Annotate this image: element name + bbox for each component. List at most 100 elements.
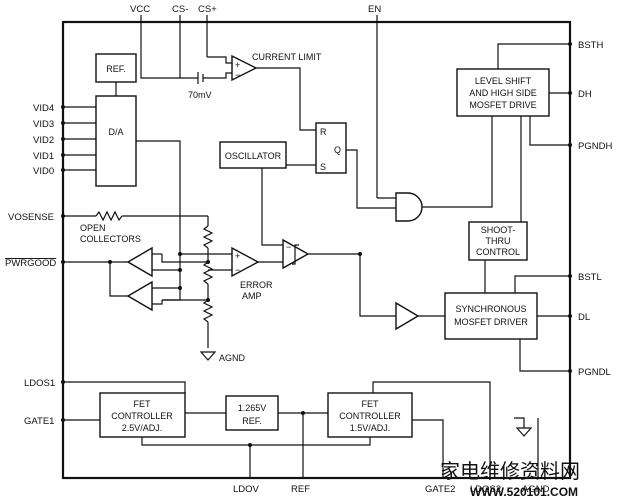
pin-ldov: LDOV [233,445,260,495]
pin-ldos2: LDOS2 [372,381,501,495]
fet1-line2: CONTROLLER [111,411,173,421]
pin-vosense-label: VOSENSE [8,212,54,223]
pin-pwrgood-label: PWRGOOD [5,258,56,269]
shoot-thru-line3: CONTROL [476,247,520,257]
shoot-thru-line2: THRU [486,236,511,246]
pin-pgndl: PGNDL [519,339,611,378]
vref-block: 1.265V REF. [185,395,328,431]
sync-driver-line1: SYNCHRONOUS [455,304,526,314]
latch-q: Q [334,145,341,155]
ldov-bus [141,437,371,447]
current-limit-comparator: 70mV + − CURRENT LIMIT [140,22,322,131]
pin-dl: DL [537,312,590,323]
pin-en: EN [368,4,381,198]
rs-latch: R Q S [315,122,396,209]
fet1-line1: FET [134,399,152,409]
pin-agnd: AGND [514,417,550,495]
fet-controller-1: FET CONTROLLER 2.5V/ADJ. [99,392,186,438]
watermark-cn: 家电维修资料网 [440,460,580,483]
pin-gate1: GATE1 [24,416,100,427]
vref-line1: 1.265V [238,403,267,413]
pin-ref: REF [291,413,310,495]
divider-chain: AGND [162,216,246,363]
da-label: D/A [108,127,123,137]
pin-gate2: GATE2 [412,419,455,495]
level-shift-line2: AND HIGH SIDE [469,88,537,98]
offset-label: 70mV [188,90,212,100]
fet2-line2: CONTROLLER [339,411,401,421]
cl-minus: − [235,70,240,80]
pin-pwrgood: PWRGOOD [5,258,110,269]
sync-driver-line2: MOSFET DRIVER [454,317,528,327]
pin-ldov-label: LDOV [233,484,260,495]
pin-pgndh-label: PGNDH [578,141,612,152]
level-shift-line3: MOSFET DRIVE [469,100,536,110]
shoot-thru-line1: SHOOT- [481,225,516,235]
pin-ldos2-label: LDOS2 [470,484,501,495]
pin-cs-plus: CS+ [198,4,217,57]
pin-vcc: VCC [130,4,150,22]
pin-gate1-label: GATE1 [24,416,54,427]
pin-cs-plus-label: CS+ [198,4,217,15]
error-amp-line1: ERROR [240,280,273,290]
error-amp-plus: + [235,251,240,261]
pin-vid0-label: VID0 [33,166,54,177]
and-gate [377,116,493,222]
pin-dh-label: DH [578,89,592,100]
chip-outline [61,20,572,480]
pin-vid-group: VID4 VID3 VID2 VID1 VID0 [33,103,96,177]
pin-bsth-label: BSTH [578,40,603,51]
pin-ref-label: REF [291,484,310,495]
oscillator-block: OSCILLATOR [219,141,316,246]
oscillator-label: OSCILLATOR [225,151,282,161]
pin-bsth: BSTH [497,40,603,69]
pin-bstl-label: BSTL [578,272,602,283]
latch-s: S [320,162,326,172]
pin-vcc-label: VCC [130,4,150,15]
fet1-line3: 2.5V/ADJ. [122,423,163,433]
current-limit-label: CURRENT LIMIT [252,52,322,62]
error-amp: + − ERROR AMP [208,246,273,301]
level-shift-line1: LEVEL SHIFT [475,76,532,86]
pwm-comparator: − [258,238,362,270]
watermark-url: WWW.520101.COM [470,485,578,499]
da-converter: D/A [95,95,232,255]
pin-pgndh: PGNDH [529,116,612,152]
pin-ldos1-label: LDOS1 [24,378,55,389]
pin-vosense: VOSENSE [8,210,208,223]
error-amp-line2: AMP [242,291,262,301]
latch-r: R [320,127,327,137]
pwm-minus: − [286,242,291,252]
fet2-line1: FET [362,399,380,409]
fet-controller-2: FET CONTROLLER 1.5V/ADJ. [327,392,413,438]
cl-plus: + [235,60,240,70]
pin-ldos1: LDOS1 [24,378,186,393]
pin-vid3-label: VID3 [33,119,54,130]
pin-vid4-label: VID4 [33,103,54,114]
pin-cs-minus-label: CS- [172,4,188,15]
pin-pgndl-label: PGNDL [578,367,611,378]
pin-bstl: BSTL [514,272,602,293]
agnd-symbol-label: AGND [219,353,246,363]
open-collectors-line2: COLLECTORS [80,234,141,244]
pin-dl-label: DL [578,312,590,323]
watermark: 家电维修资料网 WWW.520101.COM [440,460,580,499]
error-amp-minus: − [235,265,240,275]
pin-agnd-label: AGND [522,484,550,495]
pin-en-label: EN [368,4,381,15]
pin-cs-minus: CS- [172,4,188,78]
pin-gate2-label: GATE2 [425,484,455,495]
sync-driver-block: SYNCHRONOUS MOSFET DRIVER [444,292,538,340]
window-comparators: OPEN COLLECTORS [80,223,208,312]
pin-vid1-label: VID1 [33,151,54,162]
ref-block-label: REF. [106,64,126,74]
level-shift-block: LEVEL SHIFT AND HIGH SIDE MOSFET DRIVE [456,68,550,117]
vref-line2: REF. [242,416,262,426]
low-side-buffer [359,254,445,331]
pin-dh: DH [549,89,592,100]
shoot-thru-block: SHOOT- THRU CONTROL [468,116,528,293]
open-collectors-line1: OPEN [80,223,106,233]
ref-block: REF. [95,53,137,96]
fet2-line3: 1.5V/ADJ. [350,423,391,433]
